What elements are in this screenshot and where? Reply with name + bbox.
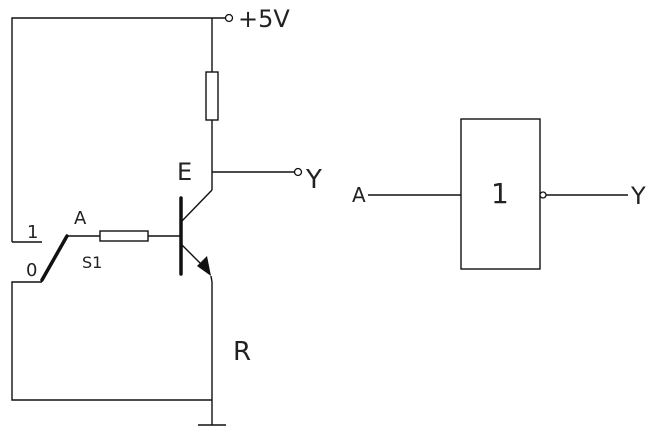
switch-low-contact	[11, 281, 212, 401]
gate-output-label: Y	[630, 182, 646, 210]
emitter-wire	[210, 275, 213, 400]
output-terminal	[293, 167, 303, 177]
supply-rail-wire	[11, 17, 225, 242]
transistor-circuit: +5V Y E 1 0 A S1 R	[11, 5, 322, 426]
supply-label: +5V	[238, 5, 290, 33]
emitter-arrow-icon	[197, 256, 211, 276]
npn-transistor	[179, 189, 213, 400]
emitter-label: E	[177, 158, 192, 186]
not-gate-symbol: A 1 Y	[352, 118, 646, 270]
inversion-bubble-icon	[539, 191, 547, 199]
transistor-collector-lead	[180, 189, 213, 223]
collector-resistor	[205, 71, 219, 121]
switch-s1-blade[interactable]	[40, 234, 69, 282]
input-label: A	[74, 208, 87, 229]
switch-high-label: 1	[27, 222, 38, 243]
base-resistor	[99, 230, 149, 242]
switch-label: S1	[82, 253, 102, 272]
switch-low-label: 0	[26, 260, 37, 281]
resistor-label: R	[233, 337, 251, 367]
output-label: Y	[305, 165, 322, 195]
supply-terminal	[224, 13, 234, 23]
gate-symbol-label: 1	[491, 177, 509, 210]
gate-input-label: A	[352, 183, 366, 207]
